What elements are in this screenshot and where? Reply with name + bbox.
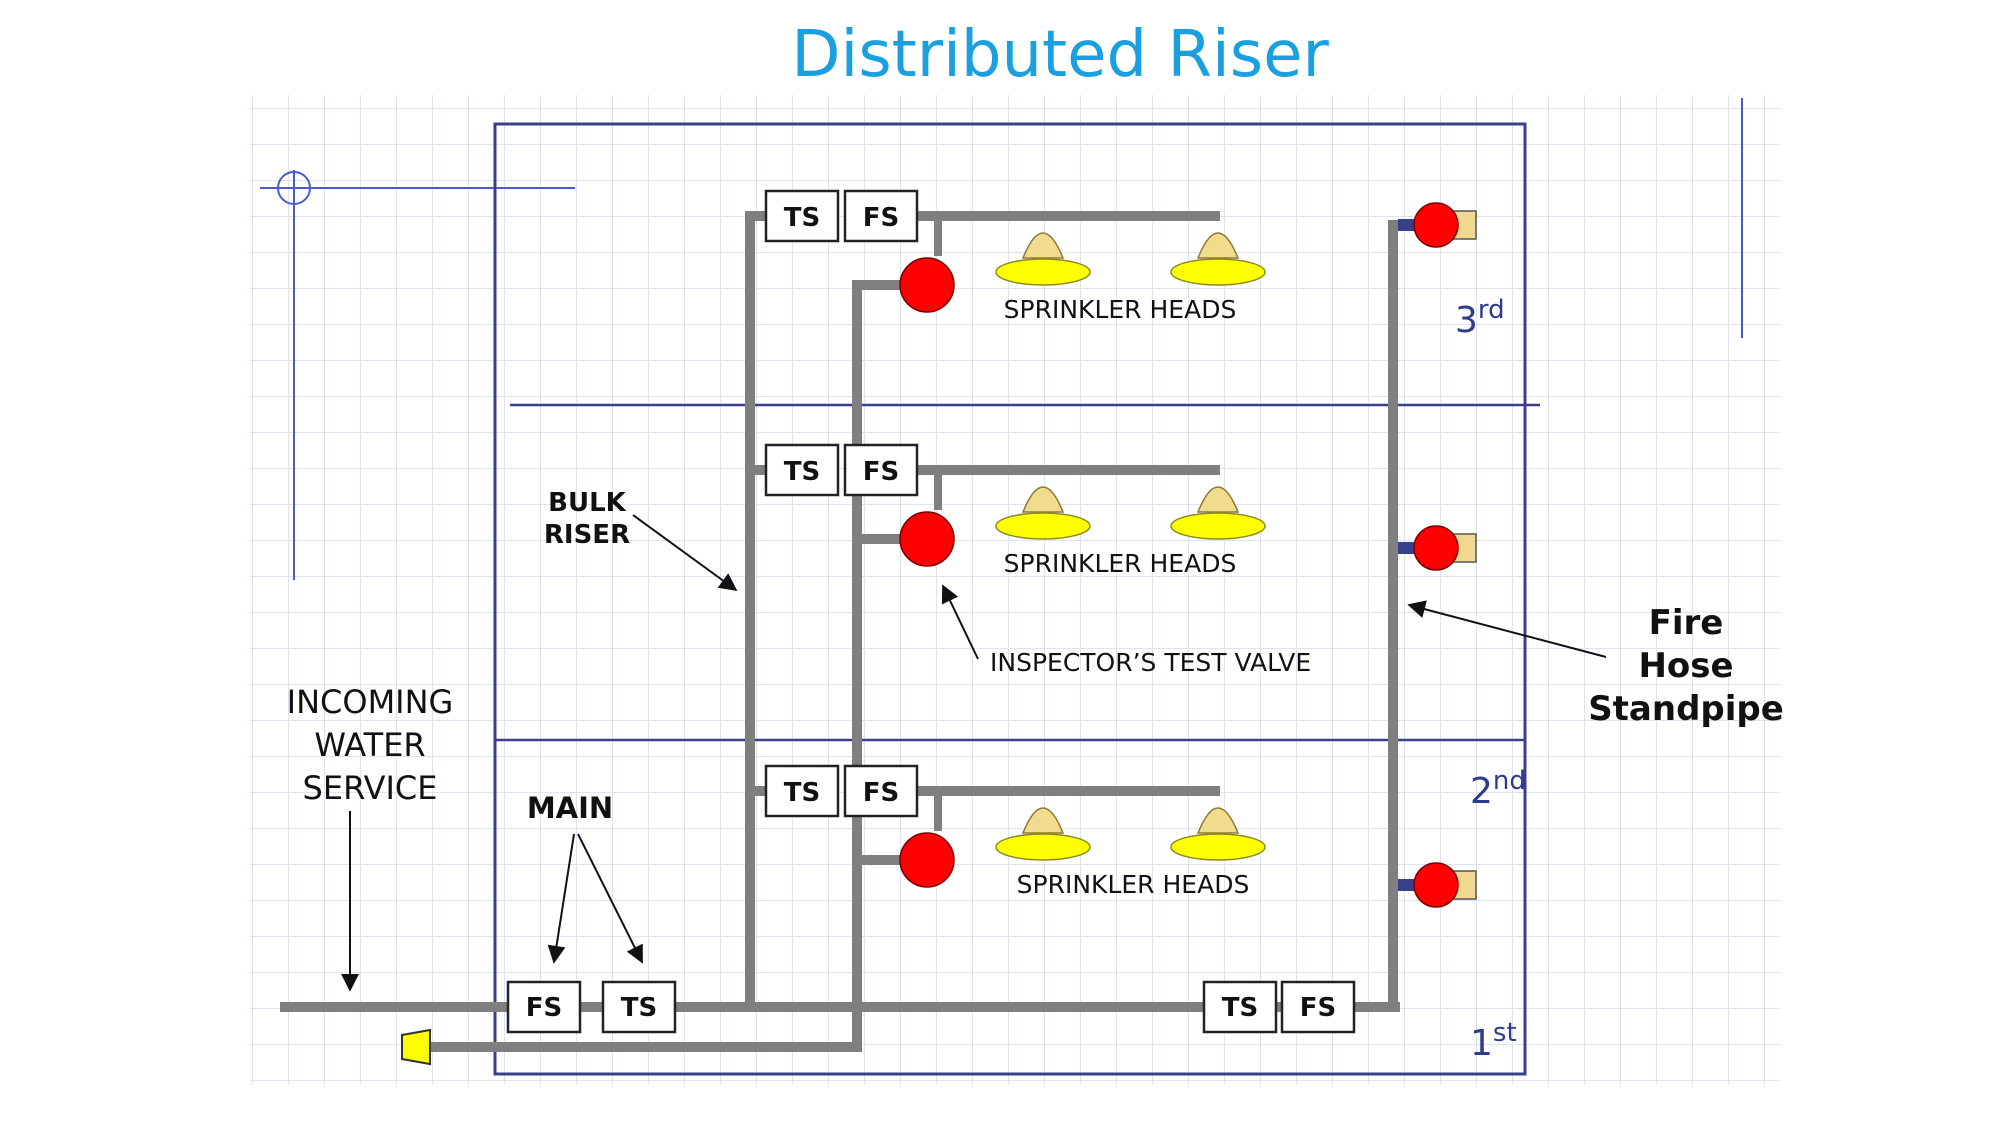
- sprinkler-head-body-floor-2-1: [1021, 486, 1065, 513]
- incoming-water-label-line2: WATER: [314, 726, 425, 764]
- floor-suffix-2: nd: [1493, 766, 1526, 796]
- sprinkler-head-base-floor-3-1: [995, 258, 1091, 286]
- inspector-test-valve-arrow: [941, 584, 979, 660]
- incoming-water-label-line3: SERVICE: [303, 769, 438, 807]
- ts-label-floor-2: TS: [784, 457, 820, 487]
- ts-label-floor-3: TS: [784, 203, 820, 233]
- main-label: MAIN: [527, 791, 613, 825]
- standpipe-ts-label: TS: [1222, 993, 1258, 1023]
- floor-label-1: 1st: [1470, 1018, 1517, 1064]
- fire-hose-label-line2: Hose: [1638, 646, 1733, 686]
- fire-hose-arrow: [1407, 600, 1607, 658]
- floor-labels: 3rd 2nd 1st: [1455, 295, 1526, 1064]
- hose-valve-floor-1: [1398, 862, 1477, 908]
- bulk-riser-label-line1: BULK: [548, 488, 626, 518]
- main-valves: FS TS TS FS: [506, 980, 1356, 1034]
- fire-hose-label-line1: Fire: [1649, 603, 1724, 643]
- ts-box-floor-1: [764, 764, 840, 818]
- hose-valve-stem-floor-1: [1398, 879, 1416, 891]
- bulk-riser-label-line2: RISER: [544, 520, 630, 550]
- sprinkler-head-body-floor-1-1: [1021, 807, 1065, 834]
- hose-valve-stem-floor-3: [1398, 219, 1416, 231]
- standpipe-ts-box: [1202, 980, 1278, 1034]
- hose-valve-floor-2: [1398, 525, 1477, 571]
- standpipe-fs-label: FS: [1300, 993, 1337, 1023]
- crosshair-icon: [260, 170, 575, 580]
- sprinkler-head-body-floor-2-2: [1196, 486, 1240, 513]
- sprinkler-heads-label-3: SPRINKLER HEADS: [1004, 295, 1237, 324]
- sprinkler-head-base-floor-3-2: [1170, 258, 1266, 286]
- building-outline: [493, 122, 1527, 1076]
- grid-background: [250, 95, 1780, 1085]
- sprinkler-head-body-floor-3-2: [1196, 232, 1240, 259]
- bulk-riser-arrow: [632, 514, 738, 592]
- hose-valve-floor-2: [1413, 525, 1459, 571]
- sprinkler-heads-label-1: SPRINKLER HEADS: [1017, 870, 1250, 899]
- sprinkler-head-base-floor-1-2: [1170, 833, 1266, 861]
- floor-number-3: 3: [1455, 300, 1478, 341]
- main-fs-box: [506, 980, 582, 1034]
- sprinkler-head-base-floor-1-1: [995, 833, 1091, 861]
- fs-label-floor-1: FS: [863, 778, 900, 808]
- floor-suffix-3: rd: [1478, 295, 1505, 325]
- page-title: Distributed Riser: [791, 18, 1329, 92]
- sprinkler-heads-label-2: SPRINKLER HEADS: [1004, 549, 1237, 578]
- fs-box-floor-3: [843, 189, 919, 243]
- main-fs-label: FS: [526, 993, 563, 1023]
- inspector-test-valve-label: INSPECTOR’S TEST VALVE: [990, 648, 1311, 677]
- hose-valves: [1398, 202, 1477, 908]
- floor-3-branch: TS FS: [764, 189, 1266, 313]
- fs-label-floor-2: FS: [863, 457, 900, 487]
- fire-hose-label-line3: Standpipe: [1588, 689, 1784, 729]
- test-valve-floor-1: [899, 832, 955, 888]
- floor-label-3: 3rd: [1455, 295, 1505, 341]
- sprinkler-head-body-floor-3-1: [1021, 232, 1065, 259]
- floor-number-1: 1: [1470, 1023, 1493, 1064]
- sprinkler-head-base-floor-2-2: [1170, 512, 1266, 540]
- sprinkler-head-body-floor-1-2: [1196, 807, 1240, 834]
- floor-label-2: 2nd: [1470, 766, 1526, 812]
- main-arrow-right: [577, 833, 643, 964]
- floor-1-branch: TS FS: [764, 764, 1266, 888]
- floor-number-2: 2: [1470, 771, 1493, 812]
- hose-valve-floor-1: [1413, 862, 1459, 908]
- hose-valve-floor-3: [1413, 202, 1459, 248]
- sprinkler-head-base-floor-2-1: [995, 512, 1091, 540]
- ts-box-floor-3: [764, 189, 840, 243]
- incoming-water-label-line1: INCOMING: [287, 683, 454, 721]
- main-ts-box: [601, 980, 677, 1034]
- floor-2-branch: TS FS: [764, 443, 1266, 567]
- fs-box-floor-1: [843, 764, 919, 818]
- hose-valve-floor-3: [1398, 202, 1477, 248]
- drain-outlet-icon: [401, 1028, 431, 1066]
- fs-label-floor-3: FS: [863, 203, 900, 233]
- main-arrow-left: [547, 833, 575, 964]
- floor-branches: TS FS TS FS TS FS: [764, 189, 1266, 888]
- standpipe-fs-box: [1280, 980, 1356, 1034]
- floor-suffix-1: st: [1493, 1018, 1517, 1048]
- fs-box-floor-2: [843, 443, 919, 497]
- hose-valve-stem-floor-2: [1398, 542, 1416, 554]
- test-valve-floor-2: [899, 511, 955, 567]
- ts-label-floor-1: TS: [784, 778, 820, 808]
- ts-box-floor-2: [764, 443, 840, 497]
- main-ts-label: TS: [621, 993, 657, 1023]
- test-valve-floor-3: [899, 257, 955, 313]
